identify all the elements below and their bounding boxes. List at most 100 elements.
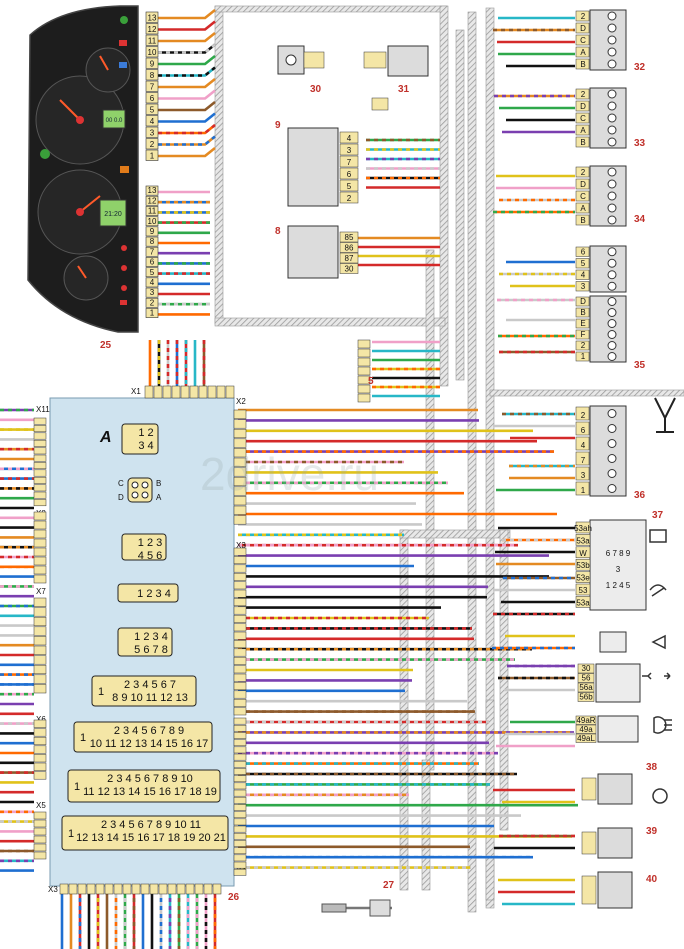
relay8-pin-label: 85 — [345, 233, 354, 242]
svg-text:1: 1 — [150, 309, 155, 318]
low-beam-pin-label: 49aR — [576, 716, 595, 725]
switch37-pin-label: 53ah — [574, 524, 592, 533]
x2-label: X2 — [236, 397, 246, 406]
c33-pin-label: C — [580, 114, 586, 123]
svg-text:2: 2 — [150, 298, 155, 307]
relay8-pin-label: 87 — [345, 254, 354, 263]
svg-text:9: 9 — [150, 227, 155, 236]
block-connector-row: 2 3 4 5 6 7 8 9 10 11 — [101, 819, 201, 831]
svg-text:1: 1 — [68, 828, 74, 840]
svg-text:9: 9 — [150, 60, 155, 69]
block-connector-row: 5 6 7 8 — [134, 644, 168, 656]
c33-pin-label: 2 — [581, 90, 586, 99]
svg-text:1: 1 — [150, 152, 155, 161]
c35-bot-pin-label: F — [581, 330, 586, 339]
block-title: A — [99, 429, 112, 446]
switch37-grid-label: 3 — [616, 565, 621, 574]
c35-bot-pin-label: B — [580, 308, 585, 317]
turn-signal-icon — [642, 672, 671, 680]
switch37-pin-label: W — [579, 549, 587, 558]
block-connector-row: 2 3 4 5 6 7 — [124, 679, 176, 691]
c35-bot-pin-label: 1 — [581, 352, 586, 361]
c36-pin-label: 7 — [581, 456, 586, 465]
c33-pin-label: B — [580, 138, 585, 147]
svg-text:10: 10 — [148, 217, 157, 226]
components: 2DCAB2DCAB2DCAB6543DBEF2126473153ah53aW5… — [277, 9, 647, 909]
svg-text:13: 13 — [148, 186, 157, 195]
label-34: 34 — [634, 214, 646, 225]
label-39: 39 — [646, 826, 658, 837]
c35-top-pin-label: 3 — [581, 282, 586, 291]
relay8-pin-label: 86 — [345, 244, 354, 253]
svg-text:10: 10 — [148, 48, 157, 57]
odometer-display — [102, 109, 126, 129]
svg-text:C: C — [118, 479, 124, 488]
horn-icon — [651, 634, 666, 650]
wiring-harness — [214, 5, 684, 913]
svg-text:1: 1 — [98, 686, 104, 698]
relay9-pin-label: 2 — [347, 194, 352, 203]
svg-text:B: B — [156, 479, 161, 488]
svg-text:11: 11 — [148, 37, 157, 46]
clock-text: 21:20 — [104, 211, 122, 218]
svg-text:3: 3 — [150, 288, 155, 297]
label-9: 9 — [275, 120, 281, 131]
headlight-icon — [653, 716, 672, 734]
c35-top-pin-label: 5 — [581, 259, 586, 268]
svg-text:12: 12 — [148, 196, 157, 205]
c36-pin-label: 1 — [581, 486, 586, 495]
c35-bot-pin-label: E — [580, 319, 585, 328]
x5-label: X5 — [36, 801, 46, 810]
svg-text:D: D — [118, 493, 124, 502]
switch37-pin-label: 53b — [576, 561, 590, 570]
low-beam-pin-label: 49aL — [577, 734, 595, 743]
block-connector-row: 2 3 4 5 6 7 8 9 — [114, 725, 184, 737]
label-36: 36 — [634, 490, 646, 501]
svg-text:3: 3 — [150, 129, 155, 138]
svg-text:4: 4 — [150, 278, 155, 287]
relay9-pin-label: 6 — [347, 170, 352, 179]
c36-pin-label: 4 — [581, 441, 586, 450]
wires — [0, 8, 578, 949]
label-38: 38 — [646, 762, 658, 773]
svg-text:7: 7 — [150, 247, 155, 256]
block-connector-row: 1 2 3 — [138, 537, 162, 549]
block-connector-row: 8 9 10 11 12 13 — [112, 692, 188, 704]
x7-label: X7 — [36, 587, 46, 596]
svg-text:8: 8 — [150, 237, 155, 246]
c36-pin-label: 6 — [581, 426, 586, 435]
block-connector-row: 3 4 — [138, 440, 153, 452]
turn-lamp-icon — [120, 16, 128, 24]
relay9-pin-label: 5 — [347, 182, 352, 191]
light-switch-pin-label: 56b — [579, 693, 593, 702]
label-26: 26 — [228, 892, 240, 903]
label-37: 37 — [652, 510, 664, 521]
x3-label-bottom: X3 — [48, 885, 58, 894]
svg-text:5: 5 — [150, 106, 155, 115]
switch37-grid-label: 1 2 4 5 — [606, 581, 631, 590]
switch37-pin-label: 53a — [576, 536, 590, 545]
c34-pin-label: B — [580, 216, 585, 225]
c35-top-pin-label: 6 — [581, 248, 586, 257]
c36-pin-label: 2 — [581, 411, 586, 420]
c35-bot-pin-label: 2 — [581, 341, 586, 350]
x3-label-right: X3 — [236, 541, 246, 550]
light-switch-pin-label: 30 — [582, 664, 591, 673]
relay8-pin-label: 30 — [345, 265, 354, 274]
c34-pin-label: D — [580, 180, 586, 189]
wiper-icon — [649, 529, 667, 543]
label-31: 31 — [398, 84, 410, 95]
switch37-pin-label: 53 — [579, 586, 588, 595]
svg-text:6: 6 — [150, 94, 155, 103]
svg-text:8: 8 — [150, 71, 155, 80]
c33-pin-label: A — [580, 126, 586, 135]
label-27: 27 — [383, 880, 395, 891]
x6-label: X6 — [36, 715, 46, 724]
engine-lamp-icon — [120, 166, 129, 173]
light-switch-pin-label: 56a — [579, 683, 593, 692]
svg-text:12: 12 — [148, 25, 157, 34]
instrument-cluster: 00 0.0 21:20 — [27, 5, 139, 333]
x11-label: X11 — [36, 405, 50, 414]
c32-pin-label: B — [580, 60, 585, 69]
